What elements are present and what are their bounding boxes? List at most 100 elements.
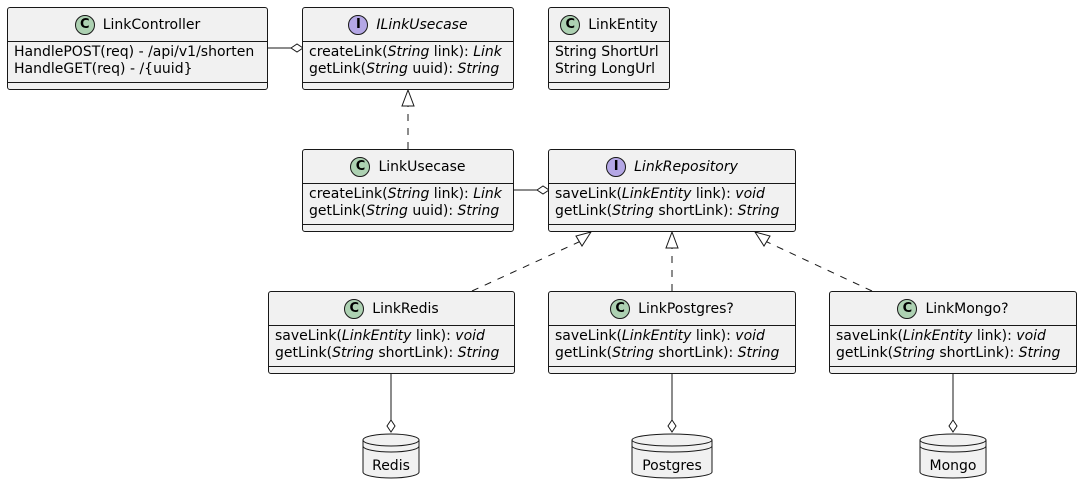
param-name: uuid): (407, 203, 458, 219)
param-name: uuid): (407, 61, 458, 77)
class-stereotype-icon: C (610, 298, 631, 319)
param-type: LinkEntity (621, 328, 692, 344)
param-type: String (366, 61, 408, 77)
realization-arrowhead (753, 231, 771, 247)
mongo-db-shape (919, 433, 987, 479)
method-row: saveLink(LinkEntity link): void (836, 328, 1070, 345)
postgres-db-shape (631, 433, 713, 479)
param-type: String (612, 345, 654, 361)
return-type: String (457, 203, 500, 219)
relation-mongo-realization (764, 240, 873, 292)
class-header: C LinkEntity (549, 8, 669, 42)
method-name: getLink( (555, 203, 613, 219)
class-stereotype-icon: C (897, 298, 918, 319)
return-type: String (457, 345, 500, 361)
param-name: link): (691, 328, 736, 344)
class-methods: saveLink(LinkEntity link): void getLink(… (269, 326, 514, 367)
method-name: getLink( (836, 345, 894, 361)
class-methods: saveLink(LinkEntity link): void getLink(… (549, 326, 795, 367)
database-redis: Redis (363, 440, 419, 480)
method-name: getLink( (309, 203, 367, 219)
class-members: HandlePOST(req) - /api/v1/shorten Handle… (8, 42, 267, 83)
class-stereotype-icon: C (560, 14, 581, 35)
method-row: saveLink(LinkEntity link): void (555, 186, 789, 203)
method-row: saveLink(LinkEntity link): void (275, 328, 508, 345)
class-stereotype-icon: C (350, 156, 371, 177)
method-name: createLink( (309, 44, 388, 60)
class-name: LinkMongo? (925, 300, 1009, 317)
return-type: String (1018, 345, 1061, 361)
class-member: String LongUrl (555, 61, 656, 77)
relation-redis-realization (471, 240, 582, 292)
param-name: shortLink): (653, 203, 738, 219)
class-name: LinkUsecase (378, 158, 466, 175)
class-name: LinkEntity (588, 16, 658, 33)
aggregation-diamond (667, 419, 677, 433)
class-link-mongo: C LinkMongo? saveLink(LinkEntity link): … (829, 291, 1077, 374)
method-row: getLink(String uuid): String (309, 61, 507, 78)
return-type: void (455, 328, 485, 344)
class-name: LinkController (102, 16, 201, 33)
param-name: link): (429, 186, 474, 202)
class-member: String ShortUrl (555, 44, 659, 60)
class-member: HandlePOST(req) - /api/v1/shorten (14, 44, 255, 60)
method-name: getLink( (309, 61, 367, 77)
method-row: getLink(String shortLink): String (555, 203, 789, 220)
param-type: String (893, 345, 935, 361)
class-methods: saveLink(LinkEntity link): void getLink(… (830, 326, 1076, 367)
param-type: String (612, 203, 654, 219)
class-name: LinkRedis (372, 300, 439, 317)
database-postgres: Postgres (632, 440, 712, 480)
realization-arrowhead (401, 88, 415, 107)
database-label: Mongo (929, 458, 977, 474)
method-name: getLink( (275, 345, 333, 361)
return-type: Link (473, 186, 502, 202)
class-stereotype-icon: C (74, 14, 95, 35)
method-row: getLink(String shortLink): String (275, 345, 508, 362)
class-methods: saveLink(LinkEntity link): void getLink(… (549, 184, 795, 225)
return-type: void (735, 186, 765, 202)
param-type: LinkEntity (902, 328, 973, 344)
param-type: String (332, 345, 374, 361)
aggregation-diamond (948, 419, 958, 433)
database-mongo: Mongo (920, 440, 986, 480)
database-label: Postgres (642, 458, 702, 474)
method-name: saveLink( (555, 328, 622, 344)
param-type: String (387, 44, 430, 60)
class-header: I ILinkUsecase (303, 8, 513, 42)
param-name: shortLink): (373, 345, 458, 361)
interface-name: ILinkUsecase (376, 16, 468, 33)
method-name: createLink( (309, 186, 388, 202)
realization-arrowhead (665, 230, 679, 249)
return-type: String (457, 61, 500, 77)
method-row: saveLink(LinkEntity link): void (555, 328, 789, 345)
class-link-usecase: C LinkUsecase createLink(String link): L… (302, 149, 514, 232)
class-header: C LinkMongo? (830, 292, 1076, 326)
interface-link-repository: I LinkRepository saveLink(LinkEntity lin… (548, 149, 796, 232)
class-link-controller: C LinkController HandlePOST(req) - /api/… (7, 7, 268, 90)
return-type: void (735, 328, 765, 344)
interface-stereotype-icon: I (348, 14, 369, 35)
aggregation-diamond (386, 419, 396, 433)
interface-stereotype-icon: I (606, 156, 627, 177)
class-header: C LinkPostgres? (549, 292, 795, 326)
class-member: HandleGET(req) - /{uuid} (14, 61, 193, 77)
class-link-entity: C LinkEntity String ShortUrl String Long… (548, 7, 670, 90)
param-name: link): (429, 44, 474, 60)
param-name: link): (411, 328, 456, 344)
class-stereotype-icon: C (344, 298, 365, 319)
method-row: getLink(String shortLink): String (836, 345, 1070, 362)
method-name: getLink( (555, 345, 613, 361)
param-type: String (366, 203, 408, 219)
class-name: LinkPostgres? (638, 300, 734, 317)
return-type: String (737, 203, 780, 219)
param-name: link): (691, 186, 736, 202)
interface-name: LinkRepository (634, 158, 738, 175)
return-type: void (1016, 328, 1046, 344)
param-name: shortLink): (653, 345, 738, 361)
method-row: getLink(String uuid): String (309, 203, 507, 220)
method-name: saveLink( (555, 186, 622, 202)
param-name: shortLink): (934, 345, 1019, 361)
class-header: C LinkController (8, 8, 267, 42)
